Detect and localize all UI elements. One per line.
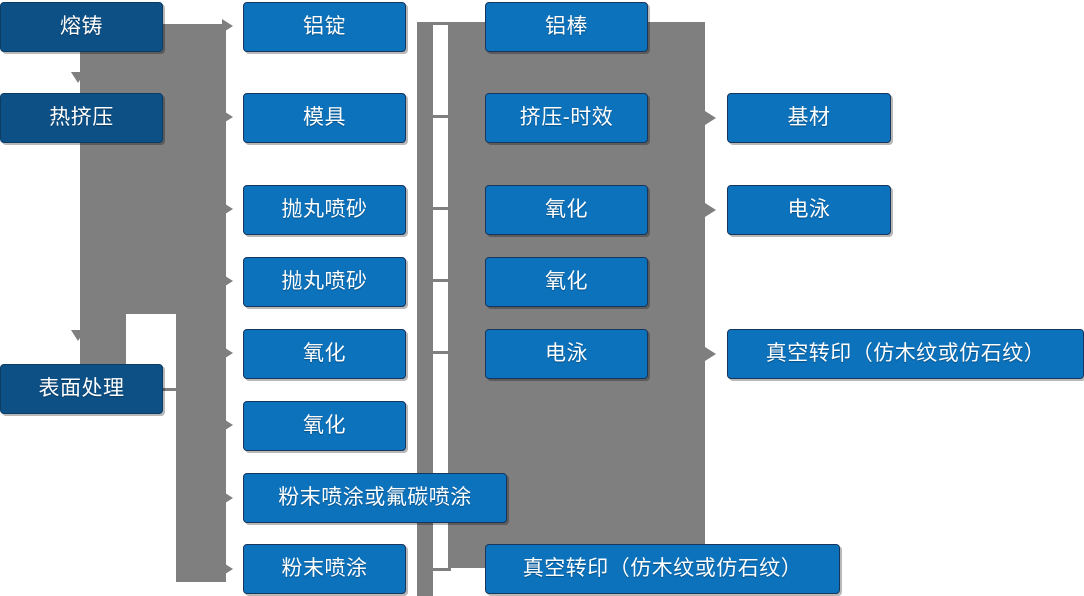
node-label: 电泳: [545, 342, 588, 366]
node-label: 氧化: [303, 342, 346, 366]
arrow-to-vacuum: [705, 347, 716, 361]
node-label: 真空转印（仿木纹或仿石纹）: [765, 342, 1046, 366]
node-label: 电泳: [787, 198, 831, 222]
node-label: 氧化: [545, 270, 588, 294]
node-input-shotblast-1[interactable]: 抛丸喷砂: [243, 182, 409, 235]
node-label: 挤压-时效: [519, 106, 614, 130]
node-input-powder-coating[interactable]: 粉末喷涂: [243, 541, 409, 594]
node-proc-oxidation-2[interactable]: 氧化: [485, 254, 651, 307]
connector-tie-5: [431, 351, 451, 354]
connector-tie-3: [431, 207, 451, 210]
node-label: 热挤压: [49, 106, 114, 130]
connector-tie-2: [431, 115, 451, 118]
node-input-die[interactable]: 模具: [243, 90, 409, 143]
arrow-down-to-surface-treatment: [71, 330, 85, 341]
connector-bar-mid: [417, 22, 433, 496]
node-label: 氧化: [303, 414, 346, 438]
arrow-to-shotblast-1: [222, 202, 233, 216]
connector-tie-6: [431, 568, 451, 571]
arrow-to-die: [222, 110, 233, 124]
node-label: 抛丸喷砂: [281, 198, 368, 222]
arrow-to-shotblast-2: [222, 274, 233, 288]
node-proc-extrusion-aging[interactable]: 挤压-时效: [485, 90, 651, 143]
arrow-to-substrate: [705, 111, 716, 125]
node-label: 铝棒: [545, 15, 588, 39]
node-label: 抛丸喷砂: [281, 270, 368, 294]
node-out-substrate[interactable]: 基材: [727, 90, 894, 143]
node-label: 氧化: [545, 198, 588, 222]
node-input-oxidation-2[interactable]: 氧化: [243, 398, 409, 451]
node-stage-melting[interactable]: 熔铸: [0, 2, 163, 52]
connector-tie-4: [431, 279, 451, 282]
arrow-to-ingot: [222, 19, 233, 33]
arrow-to-oxidation-2: [222, 418, 233, 432]
node-proc-vacuum-transfer[interactable]: 真空转印（仿木纹或仿石纹）: [485, 541, 843, 594]
connector-bar-mid-lower: [417, 508, 433, 596]
node-label: 模具: [303, 106, 346, 130]
arrow-to-electro: [705, 203, 716, 217]
arrow-to-oxidation-1: [222, 346, 233, 360]
node-input-ingot[interactable]: 铝锭: [243, 0, 409, 52]
arrow-down-to-hot-extrusion: [71, 72, 85, 83]
node-label: 真空转印（仿木纹或仿石纹）: [522, 557, 803, 581]
node-out-vacuum-transfer[interactable]: 真空转印（仿木纹或仿石纹）: [727, 326, 1084, 379]
node-label: 粉末喷涂或氟碳喷涂: [278, 486, 472, 510]
connector-stub-surface: [160, 388, 186, 391]
node-label: 表面处理: [38, 377, 125, 401]
node-stage-surface-treatment[interactable]: 表面处理: [0, 364, 163, 414]
node-proc-electrophoresis[interactable]: 电泳: [485, 326, 651, 379]
connector-tie-1: [431, 22, 451, 25]
arrow-to-powder: [222, 562, 233, 576]
node-input-powder-fluorocarbon[interactable]: 粉末喷涂或氟碳喷涂: [243, 470, 510, 523]
node-label: 基材: [787, 106, 831, 130]
connector-trunk-lower: [176, 24, 226, 582]
node-out-electrophoresis[interactable]: 电泳: [727, 182, 894, 235]
node-label: 粉末喷涂: [281, 557, 368, 581]
node-proc-oxidation-1[interactable]: 氧化: [485, 182, 651, 235]
node-label: 铝锭: [303, 15, 346, 39]
node-proc-aluminum-bar[interactable]: 铝棒: [485, 0, 651, 52]
node-input-oxidation-1[interactable]: 氧化: [243, 326, 409, 379]
node-stage-hot-extrusion[interactable]: 热挤压: [0, 93, 163, 143]
node-label: 熔铸: [60, 15, 103, 39]
node-input-shotblast-2[interactable]: 抛丸喷砂: [243, 254, 409, 307]
arrow-to-powder-fluoro: [222, 491, 233, 505]
